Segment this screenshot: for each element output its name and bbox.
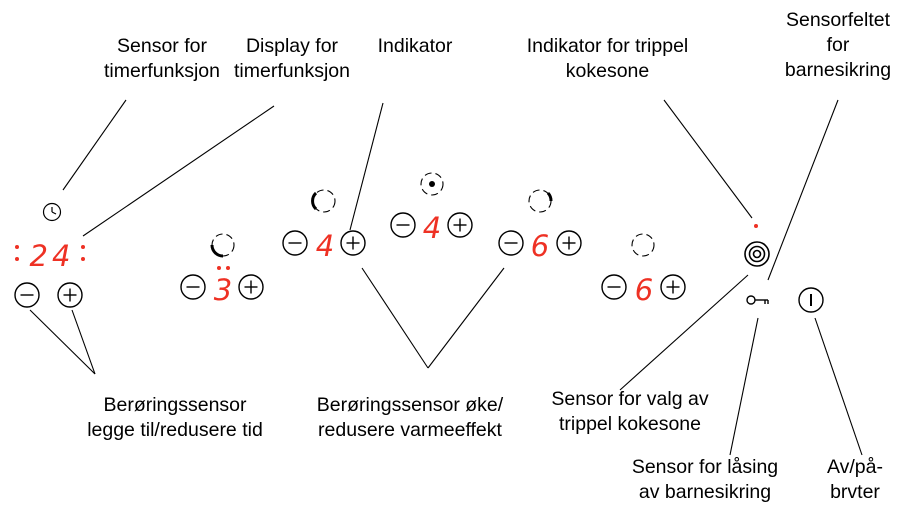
minus-icon <box>180 274 206 300</box>
leader-touch-time-a <box>29 309 96 375</box>
zone-1-dot-right <box>226 266 230 270</box>
clock-icon[interactable] <box>42 202 62 222</box>
power-icon <box>798 287 824 313</box>
zone-1-indicator-icon <box>210 233 235 258</box>
leader-touch-heat-a <box>361 267 429 369</box>
leader-power-switch <box>814 317 863 456</box>
timer-colon-right-bottom <box>81 257 85 261</box>
zone-1-plus-button[interactable] <box>238 274 264 300</box>
timer-colon-left-top <box>15 245 19 249</box>
zone-5-digit: 6 <box>635 273 653 307</box>
leader-timer-display <box>82 105 275 237</box>
plus-icon <box>57 282 83 308</box>
leader-triple-indicator <box>663 99 753 219</box>
power-button[interactable] <box>798 287 824 313</box>
plus-icon <box>556 230 582 256</box>
zone-5-minus-button[interactable] <box>601 274 627 300</box>
zone-3-digit: 4 <box>423 211 441 245</box>
timer-colon-right-top <box>81 245 85 249</box>
zone-2-indicator-icon <box>311 189 336 213</box>
timer-section: 24 <box>14 202 85 308</box>
timer-digits: 24 <box>30 239 75 273</box>
timer-display: 24 <box>15 239 85 273</box>
zone-4-digit: 6 <box>531 229 549 263</box>
zone-1-minus-button[interactable] <box>180 274 206 300</box>
zone-3: 4 <box>390 172 473 245</box>
leader-child-lock-field <box>767 99 839 281</box>
timer-plus-button[interactable] <box>57 282 83 308</box>
leader-indicator <box>349 102 384 231</box>
zone-5: 6 <box>601 233 686 307</box>
leader-touch-time-b <box>71 309 96 375</box>
zone-5-indicator-icon <box>631 233 655 257</box>
triple-ring-icon <box>744 241 770 267</box>
key-icon <box>746 295 769 305</box>
timer-colon-left-bottom <box>15 257 19 261</box>
minus-icon <box>282 230 308 256</box>
zone-2: 4 <box>282 189 366 263</box>
triple-zone-indicator-dot <box>754 224 758 228</box>
zone-1: 3 <box>180 233 264 307</box>
child-lock-button[interactable] <box>746 295 769 305</box>
minus-icon <box>14 282 40 308</box>
plus-icon <box>340 230 366 256</box>
leader-timer-sensor <box>62 99 127 191</box>
label-indicator: Indikator <box>377 35 453 57</box>
zone-3-minus-button[interactable] <box>390 212 416 238</box>
zone-2-digit: 4 <box>316 229 334 263</box>
zone-2-plus-button[interactable] <box>340 230 366 256</box>
zone-2-minus-button[interactable] <box>282 230 308 256</box>
leader-lock-sensor <box>729 317 759 456</box>
minus-icon <box>498 230 524 256</box>
zone-4-plus-button[interactable] <box>556 230 582 256</box>
zone-4-indicator-icon <box>528 189 553 213</box>
plus-icon <box>447 212 473 238</box>
minus-icon <box>601 274 627 300</box>
zone-4-minus-button[interactable] <box>498 230 524 256</box>
leader-touch-heat-b <box>427 267 505 369</box>
zone-4: 6 <box>498 189 582 263</box>
plus-icon <box>238 274 264 300</box>
leader-triple-select <box>619 274 749 391</box>
leader-lines <box>29 99 863 456</box>
zone-3-plus-button[interactable] <box>447 212 473 238</box>
triple-zone-button[interactable] <box>744 241 770 267</box>
minus-icon <box>390 212 416 238</box>
label-power-switch: Av/på-brvter <box>826 456 883 503</box>
timer-minus-button[interactable] <box>14 282 40 308</box>
zone-3-indicator-icon <box>420 172 444 196</box>
zone-1-dot-left <box>217 266 221 270</box>
zone-5-plus-button[interactable] <box>660 274 686 300</box>
zone-1-digit: 3 <box>214 273 232 307</box>
label-touch-heat: Berøringssensor øke/redusere varmeeffekt <box>316 394 504 441</box>
plus-icon <box>660 274 686 300</box>
